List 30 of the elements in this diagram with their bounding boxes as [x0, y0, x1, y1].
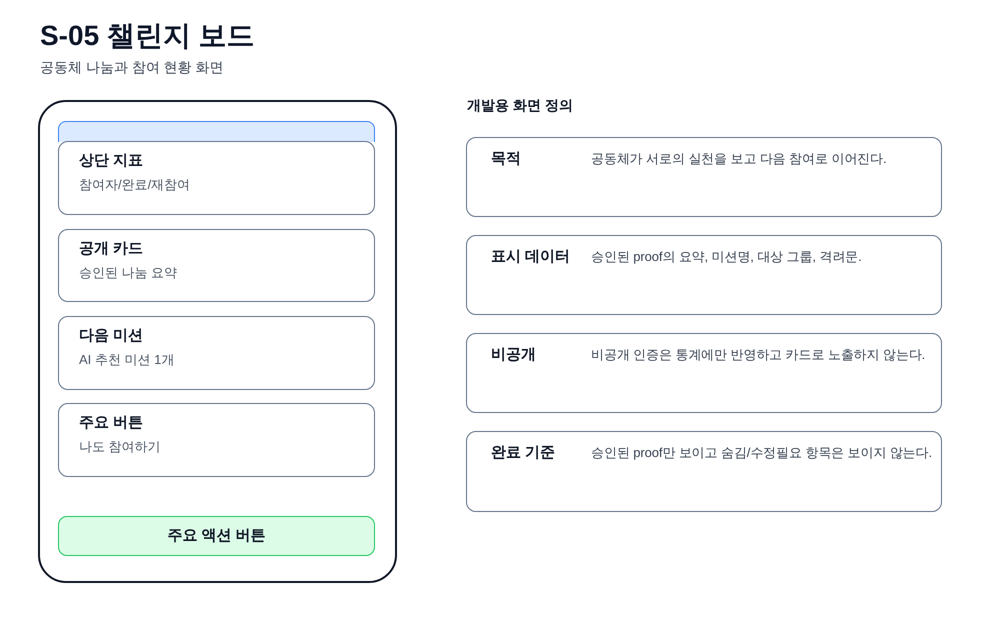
- definition-box: [466, 333, 942, 413]
- title: S-05 챌린지 보드: [40, 19, 255, 53]
- definition-box: [466, 235, 942, 315]
- definition-text: 공동체가 서로의 실천을 보고 다음 참여로 이어진다.: [591, 150, 886, 168]
- definition-term: 완료 기준: [491, 443, 556, 463]
- card-title: 상단 지표: [79, 151, 144, 171]
- card-text: 참여자/완료/재참여: [79, 176, 190, 194]
- definition-text: 승인된 proof만 보이고 숨김/수정필요 항목은 보이지 않는다.: [591, 444, 932, 462]
- card: [58, 316, 375, 390]
- definition-term: 표시 데이터: [491, 247, 570, 267]
- definition-box: [466, 137, 942, 217]
- card-text: AI 추천 미션 1개: [79, 351, 174, 369]
- subtitle: 공동체 나눔과 참여 현황 화면: [40, 58, 224, 77]
- definition-term: 목적: [491, 149, 521, 169]
- section-heading: 개발용 화면 정의: [467, 96, 573, 115]
- definition-text: 비공개 인증은 통계에만 반영하고 카드로 노출하지 않는다.: [591, 346, 926, 364]
- card-text: 나도 참여하기: [79, 438, 161, 456]
- definition-box: [466, 431, 942, 512]
- card: [58, 229, 375, 302]
- card-text: 승인된 나눔 요약: [79, 264, 178, 282]
- definition-term: 비공개: [491, 345, 536, 365]
- phone-frame: [38, 100, 397, 583]
- card: [58, 141, 375, 215]
- card-title: 다음 미션: [79, 326, 144, 346]
- definition-text: 승인된 proof의 요약, 미션명, 대상 그룹, 격려문.: [591, 248, 862, 266]
- header-bar: [58, 121, 375, 142]
- card: [58, 403, 375, 477]
- action-button: 주요 액션 버튼: [58, 516, 375, 556]
- card-title: 공개 카드: [79, 239, 144, 259]
- card-title: 주요 버튼: [79, 413, 144, 433]
